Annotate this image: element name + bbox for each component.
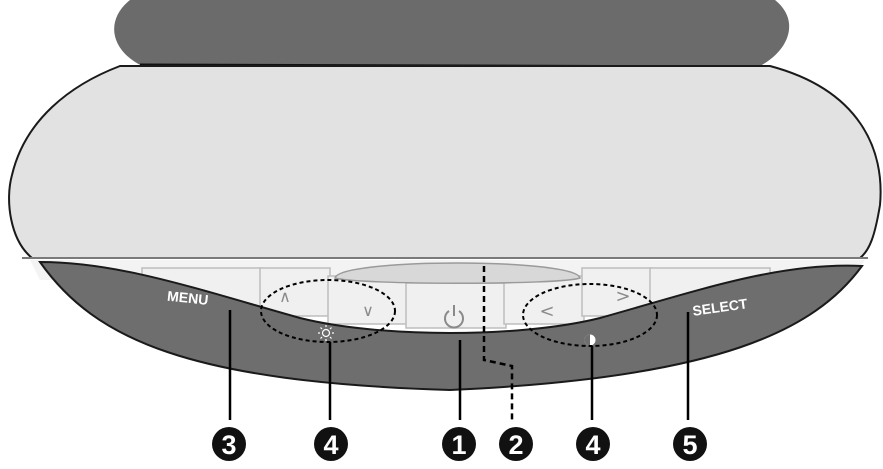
svg-text:4: 4 [585,430,600,460]
down-arrow-icon[interactable]: ∨ [362,301,374,320]
power-indicator-lens [334,262,581,284]
power-icon[interactable] [444,305,464,329]
control-panel [38,260,864,392]
up-arrow-icon[interactable]: ∧ [279,287,291,306]
callout-menu: 3 [212,427,246,461]
down-button[interactable] [327,275,409,325]
callout-power-indicator: 2 [499,427,533,461]
monitor-top-cover [114,0,790,66]
menu-label: MENU [166,288,209,308]
power-button[interactable] [405,282,507,329]
callout-power: 1 [442,427,476,461]
brightness-keys-outline [260,279,396,343]
svg-text:1: 1 [451,430,466,460]
brightness-icon [318,325,334,341]
svg-text:2: 2 [508,430,523,460]
svg-text:4: 4 [323,430,338,460]
contrast-icon [584,334,596,346]
left-arrow-icon[interactable]: < [539,301,554,322]
contrast-keys-outline [522,283,658,347]
right-arrow-icon[interactable]: > [615,286,630,307]
callout-select: 5 [673,427,707,461]
svg-text:3: 3 [221,430,236,460]
svg-text:5: 5 [682,430,697,460]
up-button[interactable] [259,267,331,317]
monitor-bezel [8,65,882,259]
select-label: SELECT [691,295,748,319]
callout-contrast-keys: 4 [576,427,610,461]
leader-lines [228,266,690,420]
callout-brightness-keys: 4 [314,427,348,461]
